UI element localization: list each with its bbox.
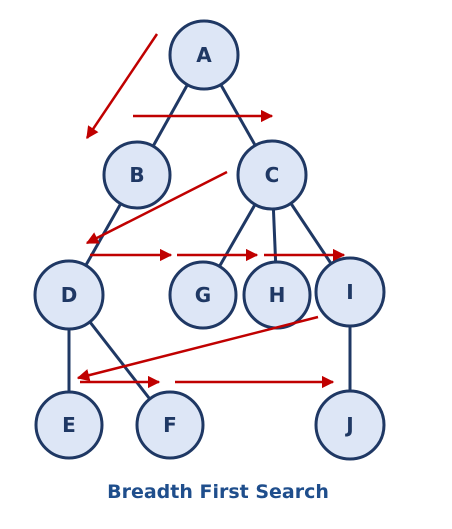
node-e-label: E (62, 413, 76, 437)
traversal-arrow-c-d (85, 170, 228, 245)
node-h-label: H (269, 283, 286, 307)
node-f-label: F (163, 413, 177, 437)
node-i: I (314, 256, 386, 328)
traversal-arrows (76, 33, 346, 389)
node-a: A (168, 19, 240, 91)
node-i-label: I (346, 280, 353, 304)
traversal-arrow-start (85, 33, 159, 140)
traversal-arrow-i-e (76, 315, 319, 382)
node-h: H (242, 260, 312, 330)
node-d-circle (33, 259, 105, 331)
node-a-circle (168, 19, 240, 91)
node-c-circle (236, 139, 308, 211)
node-a-label: A (196, 43, 212, 67)
node-b-label: B (129, 163, 144, 187)
node-j-circle (314, 389, 386, 461)
node-g-label: G (195, 283, 211, 307)
node-i-circle (314, 256, 386, 328)
node-j-label: J (344, 413, 353, 437)
node-b-circle (102, 140, 172, 210)
node-e-circle (34, 390, 104, 460)
node-e: E (34, 390, 104, 460)
node-j: J (314, 389, 386, 461)
node-g: G (168, 260, 238, 330)
node-c-label: C (265, 163, 280, 187)
node-d-label: D (61, 283, 78, 307)
node-c: C (236, 139, 308, 211)
node-g-circle (168, 260, 238, 330)
tree-nodes: A B C D G H I E (33, 19, 386, 461)
node-d: D (33, 259, 105, 331)
node-f-circle (135, 390, 205, 460)
node-f: F (135, 390, 205, 460)
diagram-caption: Breadth First Search (107, 481, 329, 503)
node-b: B (102, 140, 172, 210)
